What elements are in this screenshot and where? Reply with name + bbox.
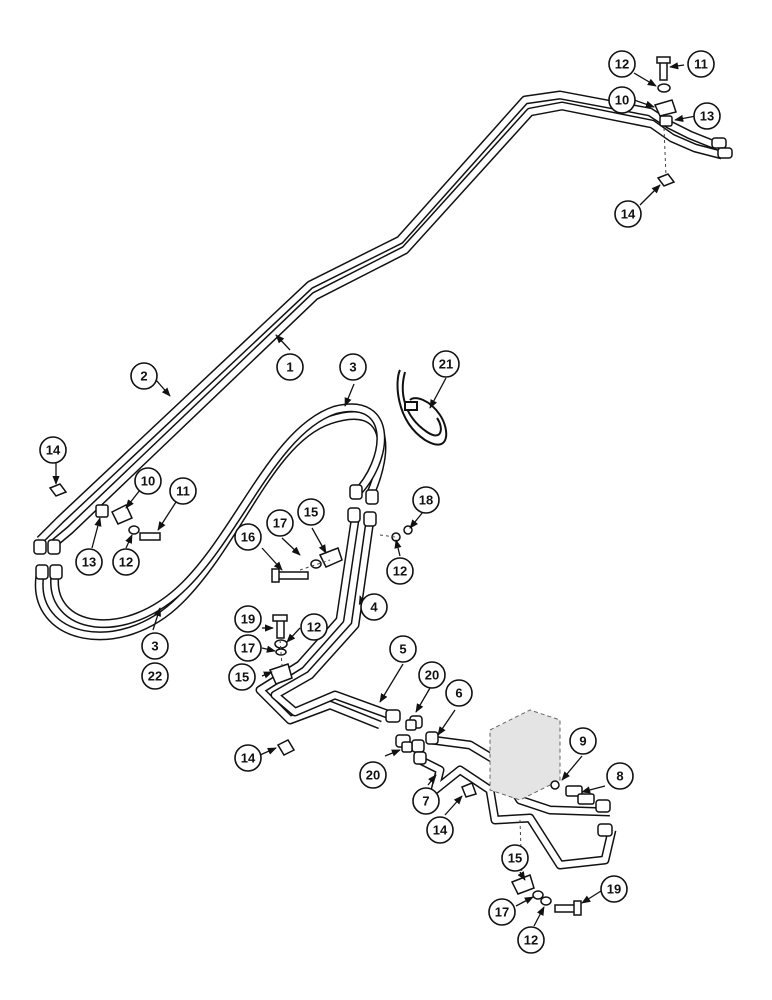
callout-8: 8: [606, 762, 634, 790]
pipe-6-7-fittings: [413, 731, 613, 837]
svg-text:7: 7: [422, 794, 429, 809]
svg-text:14: 14: [241, 751, 256, 766]
pipe-1: [36, 90, 717, 544]
callout-2: 2: [130, 362, 158, 390]
cable-tie-21: [396, 369, 448, 446]
svg-text:11: 11: [176, 484, 190, 499]
svg-text:20: 20: [366, 768, 380, 783]
callout-9: 9: [569, 727, 597, 755]
callout-15-upper: 15: [297, 498, 325, 526]
small-parts: [48, 56, 677, 916]
svg-text:14: 14: [621, 207, 636, 222]
svg-text:20: 20: [425, 668, 439, 683]
callout-17-mid: 17: [234, 634, 262, 662]
svg-text:15: 15: [235, 670, 249, 685]
svg-text:3: 3: [151, 639, 158, 654]
svg-text:14: 14: [433, 823, 448, 838]
svg-text:16: 16: [241, 530, 255, 545]
svg-text:14: 14: [46, 443, 61, 458]
callout-10-top: 10: [608, 86, 636, 114]
svg-text:1: 1: [286, 360, 293, 375]
callout-21: 21: [432, 350, 460, 378]
svg-text:13: 13: [82, 555, 96, 570]
svg-text:22: 22: [148, 669, 162, 684]
assembly-guide-lines: [279, 127, 667, 881]
pipe-2: [49, 101, 724, 549]
callout-12-top: 12: [608, 50, 636, 78]
callout-7: 7: [412, 787, 440, 815]
svg-text:18: 18: [419, 493, 433, 508]
valve-fittings-8: [550, 780, 595, 805]
svg-text:17: 17: [495, 905, 509, 920]
svg-text:17: 17: [241, 641, 255, 656]
svg-text:15: 15: [304, 505, 318, 520]
callout-6: 6: [445, 679, 473, 707]
svg-text:13: 13: [700, 109, 714, 124]
svg-text:4: 4: [370, 600, 378, 615]
svg-text:2: 2: [140, 369, 147, 384]
callout-20-upper: 20: [418, 661, 446, 689]
callout-18: 18: [412, 486, 440, 514]
callout-11-top: 11: [687, 50, 715, 78]
svg-text:21: 21: [439, 357, 453, 372]
svg-text:9: 9: [579, 734, 586, 749]
svg-text:8: 8: [616, 769, 623, 784]
callout-3-top: 3: [339, 353, 367, 381]
callout-17-upper: 17: [266, 509, 294, 537]
callout-12-bottom: 12: [517, 926, 545, 954]
callout-14-top: 14: [614, 200, 642, 228]
svg-text:15: 15: [508, 851, 522, 866]
callout-15-bottom: 15: [501, 844, 529, 872]
svg-text:12: 12: [307, 620, 321, 635]
callout-19-mid: 19: [234, 605, 262, 633]
callout-1: 1: [276, 353, 304, 381]
svg-text:12: 12: [393, 564, 407, 579]
leader-arrows: [52, 62, 697, 927]
callout-19-bottom: 19: [600, 875, 628, 903]
pipe-4: [255, 519, 392, 730]
svg-text:5: 5: [399, 642, 406, 657]
callout-13-left: 13: [75, 548, 103, 576]
callout-22: 22: [141, 662, 169, 690]
callout-11-left: 11: [169, 477, 197, 505]
callout-20-lower: 20: [359, 761, 387, 789]
svg-text:10: 10: [615, 93, 629, 108]
callout-17-bottom: 17: [488, 898, 516, 926]
callout-12-mid: 12: [300, 613, 328, 641]
callout-14-left: 14: [39, 436, 67, 464]
svg-text:12: 12: [524, 933, 538, 948]
callout-12-left: 12: [112, 548, 140, 576]
hose-end-fittings: [35, 484, 379, 580]
svg-text:17: 17: [273, 516, 287, 531]
svg-text:11: 11: [694, 57, 708, 72]
callout-13-top: 13: [693, 102, 721, 130]
svg-text:19: 19: [607, 882, 621, 897]
pipe-end-fittings-top: [33, 137, 733, 555]
svg-text:3: 3: [349, 360, 356, 375]
callout-14-mid: 14: [234, 744, 262, 772]
callout-16: 16: [234, 523, 262, 551]
callout-14-lower: 14: [426, 816, 454, 844]
callout-10-left: 10: [134, 467, 162, 495]
valve-block: [489, 709, 595, 805]
callout-3-bottom: 3: [141, 632, 169, 660]
svg-text:10: 10: [141, 474, 155, 489]
hose-3: [34, 403, 387, 641]
svg-text:12: 12: [119, 555, 133, 570]
svg-text:19: 19: [241, 612, 255, 627]
callout-4: 4: [360, 593, 388, 621]
callout-15-mid: 15: [228, 663, 256, 691]
svg-text:12: 12: [615, 57, 629, 72]
callout-12-mid-right: 12: [386, 557, 414, 585]
svg-text:6: 6: [455, 686, 462, 701]
callout-5: 5: [389, 635, 417, 663]
